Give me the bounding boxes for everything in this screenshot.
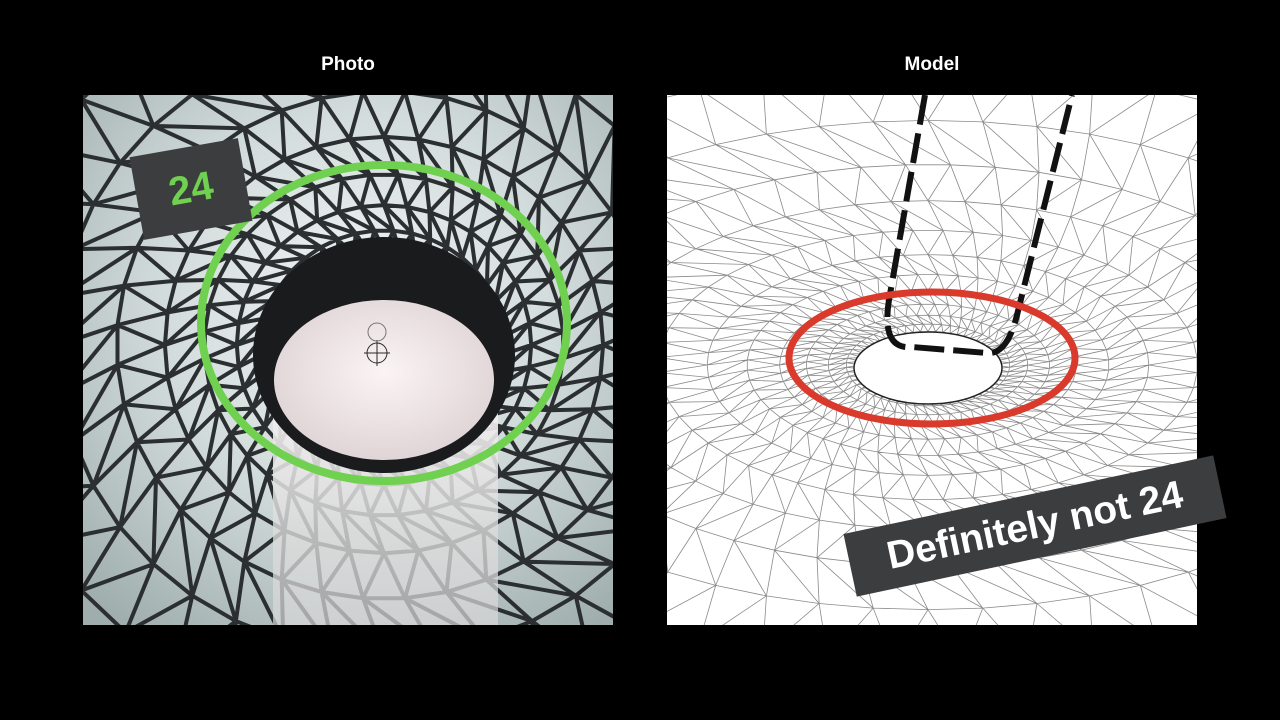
photo-panel-title: Photo (321, 54, 375, 75)
dashed-path-line (884, 95, 1075, 357)
photo-image (83, 95, 613, 625)
photo-highlight-circle (197, 161, 571, 485)
model-panel-title: Model (904, 54, 960, 75)
model-highlight-ellipse (785, 288, 1079, 428)
